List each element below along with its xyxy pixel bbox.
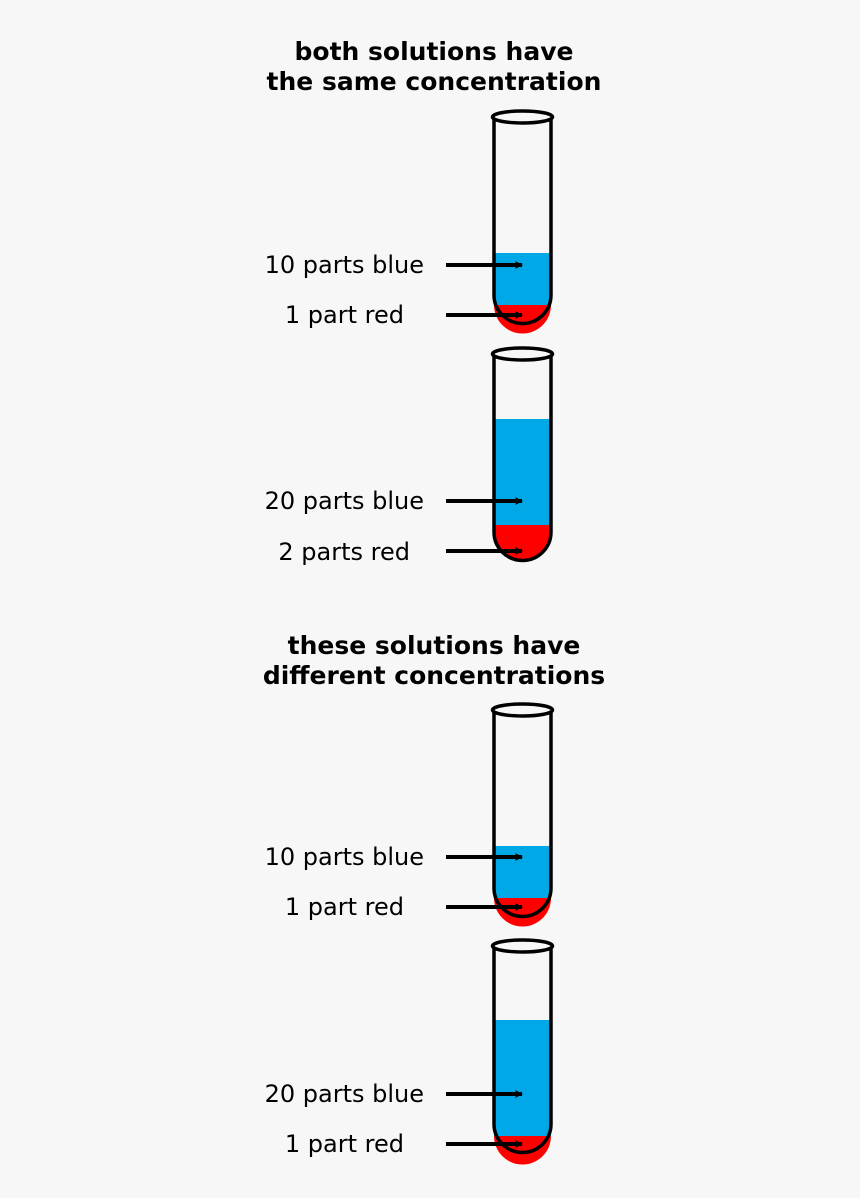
tube-rim [490,702,555,718]
tube-outline [492,710,553,919]
tube-rim [490,109,555,125]
red-liquid [494,305,551,334]
tube-rim [490,346,555,362]
section-heading-line-1: both solutions have [295,37,574,66]
blue-parts-label: 10 parts blue [265,251,424,279]
test-tube: 10 parts blue 1 part red [265,702,555,927]
test-tube: 10 parts blue 1 part red [265,109,555,334]
section-heading-line-2: the same concentration [267,67,602,96]
section-heading-line-2: different concentrations [263,661,605,690]
blue-parts-label: 10 parts blue [265,843,424,871]
tube-outline [492,354,553,563]
tube-rim [490,938,555,954]
test-tube: 20 parts blue 1 part red [265,938,555,1165]
red-parts-label: 2 parts red [278,538,410,566]
red-liquid [494,525,551,561]
test-tube: 20 parts blue 2 parts red [265,346,555,566]
blue-parts-label: 20 parts blue [265,487,424,515]
red-parts-label: 1 part red [285,1130,404,1158]
section-different-concentrations: these solutions have different concentra… [263,631,605,1165]
tube-outline [492,946,553,1155]
blue-parts-label: 20 parts blue [265,1080,424,1108]
red-parts-label: 1 part red [285,893,404,921]
blue-liquid [494,1020,551,1136]
blue-liquid [494,846,551,898]
blue-liquid [494,253,551,305]
red-liquid [494,1136,551,1165]
blue-liquid [494,419,551,525]
tube-outline [492,117,553,326]
red-parts-label: 1 part red [285,301,404,329]
red-liquid [494,898,551,927]
section-same-concentration: both solutions have the same concentrati… [265,37,602,566]
section-heading-line-1: these solutions have [288,631,581,660]
